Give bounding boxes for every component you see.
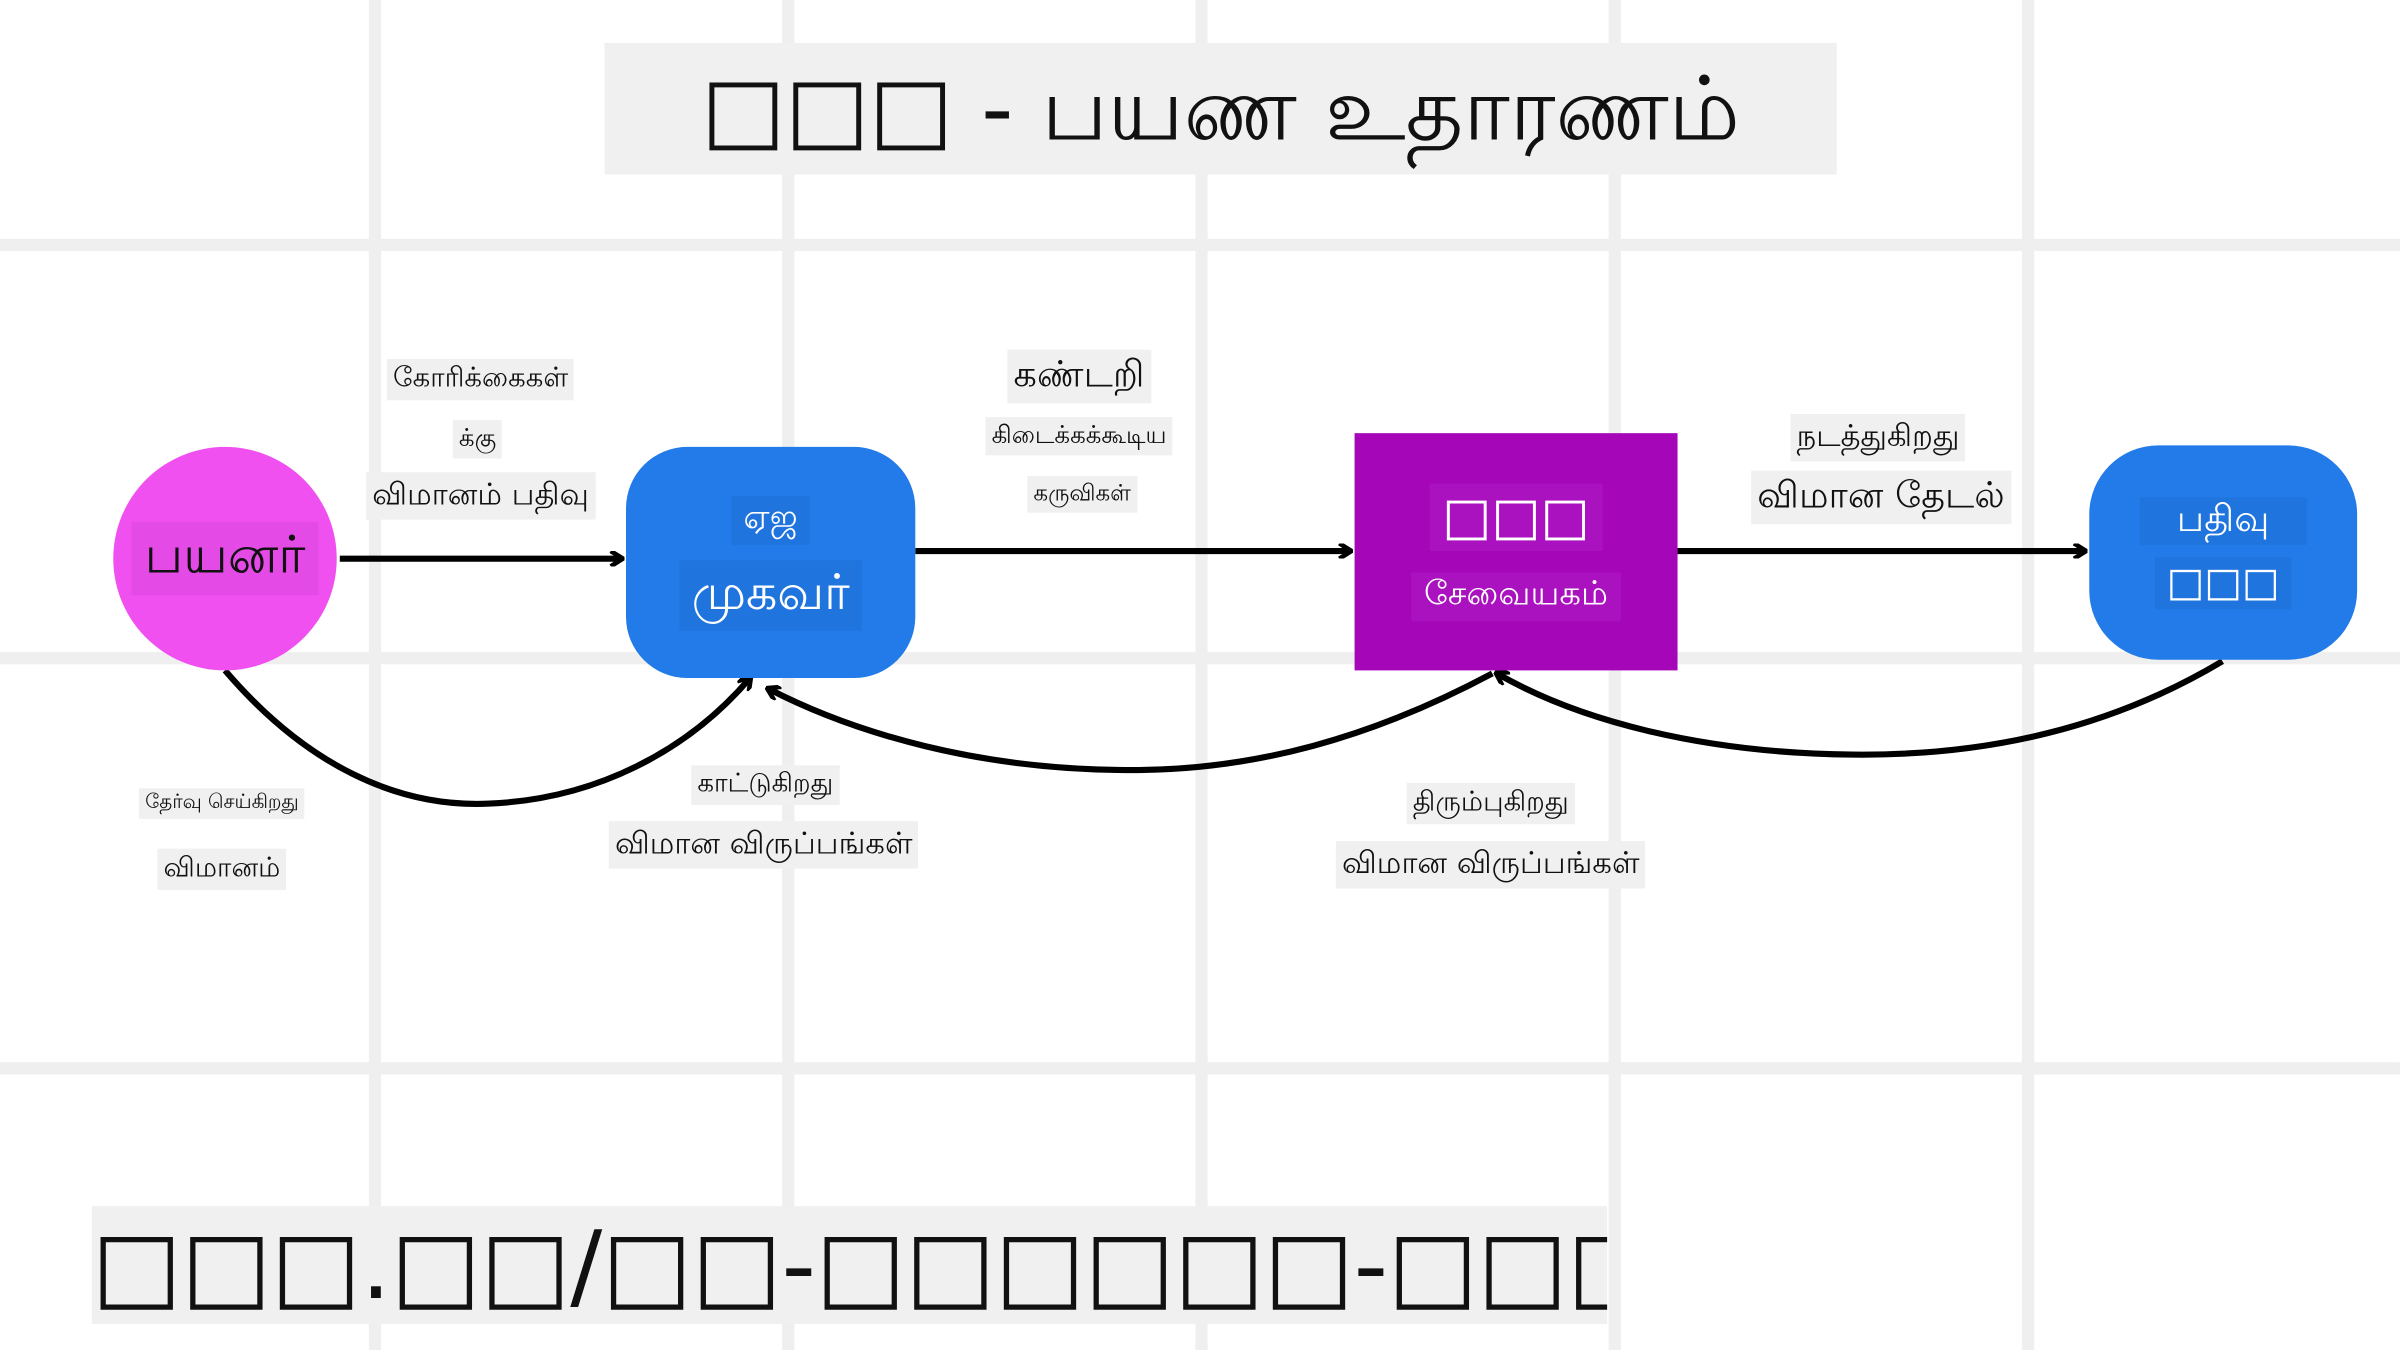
booking-node[interactable]: பதிவு □□□ (2089, 445, 2358, 660)
grid-line (0, 238, 2400, 252)
server-label-line1: □□□ (1430, 482, 1603, 551)
server-label-line2: சேவையகம் (1411, 571, 1621, 621)
agent-label-line2: முகவர் (679, 559, 862, 630)
grid-line (0, 1062, 2400, 1075)
grid-line (368, 0, 382, 1350)
agent-label-line1: ஏஜ (731, 495, 811, 545)
grid-line (1608, 0, 1621, 1350)
arrow-server-to-agent (768, 670, 1494, 774)
grid-line (1195, 0, 1208, 1350)
booking-label-line2: □□□ (2154, 556, 2292, 609)
edge-label: நடத்துகிறது (1790, 414, 1966, 462)
arrow-booking-to-server (1497, 658, 2224, 758)
grid-line (2021, 0, 2035, 1350)
edge-label: திரும்புகிறது (1406, 782, 1575, 825)
traveler-node[interactable]: பயனர் (113, 446, 337, 671)
grid-line (0, 652, 2400, 665)
edge-label: கண்டறி (1007, 349, 1151, 404)
edge-label: விமான தேடல் (1751, 470, 2012, 525)
edge-label: விமானம் (157, 848, 287, 891)
edge-label: கருவிகள் (1027, 476, 1138, 513)
page-title: □□□ - பயண உதாரணம் (604, 42, 1837, 175)
edge-label: விமான விருப்பங்கள் (1335, 841, 1646, 889)
traveler-label: பயனர் (132, 521, 318, 596)
edge-label: தேர்வு செய்கிறது (139, 788, 305, 819)
server-node[interactable]: □□□ சேவையகம் (1354, 433, 1678, 671)
footer-link[interactable]: □□□.□□/□□-□□□□□□-□□□□□□□□□ (91, 1206, 1608, 1324)
edge-label: கோரிக்கைகள் (386, 358, 575, 401)
edge-label: கிடைக்கக்கூடிய (985, 417, 1173, 456)
edge-label: காட்டுகிறது (691, 765, 840, 806)
edge-label: விமான விருப்பங்கள் (608, 821, 919, 869)
booking-label-line1: பதிவு (2140, 496, 2307, 545)
edge-label: க்கு (452, 420, 503, 459)
arrow-traveler-selects (222, 668, 750, 807)
edge-label: விமானம் பதிவு (366, 472, 596, 520)
agent-node[interactable]: ஏஜ முகவர் (626, 446, 916, 679)
